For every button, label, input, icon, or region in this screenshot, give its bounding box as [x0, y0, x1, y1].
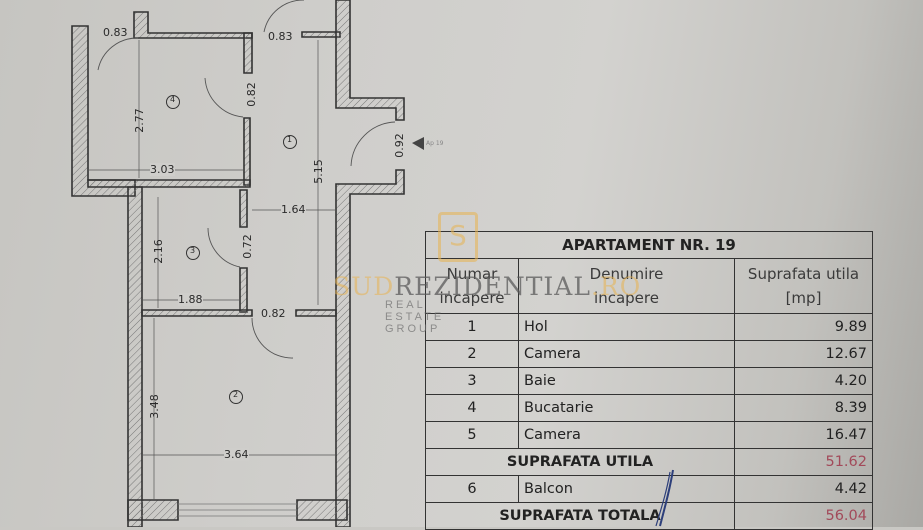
- dim-top-mid: 0.83: [268, 30, 293, 43]
- subtotal-label: SUPRAFATA UTILA: [425, 448, 735, 476]
- entrance-arrow-icon: [412, 137, 424, 150]
- dim-hol-length: 5.15: [311, 159, 325, 184]
- table-row: 4 Bucatarie 8.39: [425, 394, 873, 422]
- dim-room2-width: 3.64: [224, 448, 249, 461]
- dim-room2-door: 0.82: [261, 307, 286, 320]
- table-row: 2 Camera 12.67: [425, 340, 873, 368]
- dim-room3-width: 1.88: [178, 293, 203, 306]
- room-3-marker: [186, 246, 200, 260]
- table-row: 6 Balcon 4.42: [425, 475, 873, 503]
- entrance-label: Ap 19: [426, 140, 444, 147]
- table-row: 3 Baie 4.20: [425, 367, 873, 395]
- room-2-marker: [229, 390, 243, 404]
- table-row: 1 Hol 9.89: [425, 313, 873, 341]
- table-title: APARTAMENT NR. 19: [425, 231, 873, 259]
- dim-room3-height: 2.16: [151, 239, 165, 264]
- total-label: SUPRAFATA TOTALA: [425, 502, 735, 530]
- room-4-marker: [166, 95, 180, 109]
- room-1-marker: [283, 135, 297, 149]
- dim-room4-height: 2.77: [132, 108, 146, 133]
- dim-room4-width: 3.03: [150, 163, 175, 176]
- header-area: Suprafata utila[mp]: [734, 258, 873, 314]
- dim-entrance: 0.92: [392, 133, 406, 158]
- dim-room2-height: 3.48: [147, 394, 161, 419]
- dim-hol-width: 1.64: [281, 203, 306, 216]
- total-value: 56.04: [734, 502, 873, 530]
- dim-room4-door: 0.82: [244, 82, 258, 107]
- room-number-2: 2: [233, 390, 239, 399]
- room-number-1: 1: [287, 135, 293, 144]
- dim-top-left: 0.83: [103, 26, 128, 39]
- room-number-4: 4: [170, 95, 176, 104]
- table-row: 5 Camera 16.47: [425, 421, 873, 449]
- subtotal-value: 51.62: [734, 448, 873, 476]
- dim-room3-door: 0.72: [240, 234, 254, 259]
- pen-mark: [655, 469, 674, 527]
- room-number-3: 3: [190, 246, 196, 255]
